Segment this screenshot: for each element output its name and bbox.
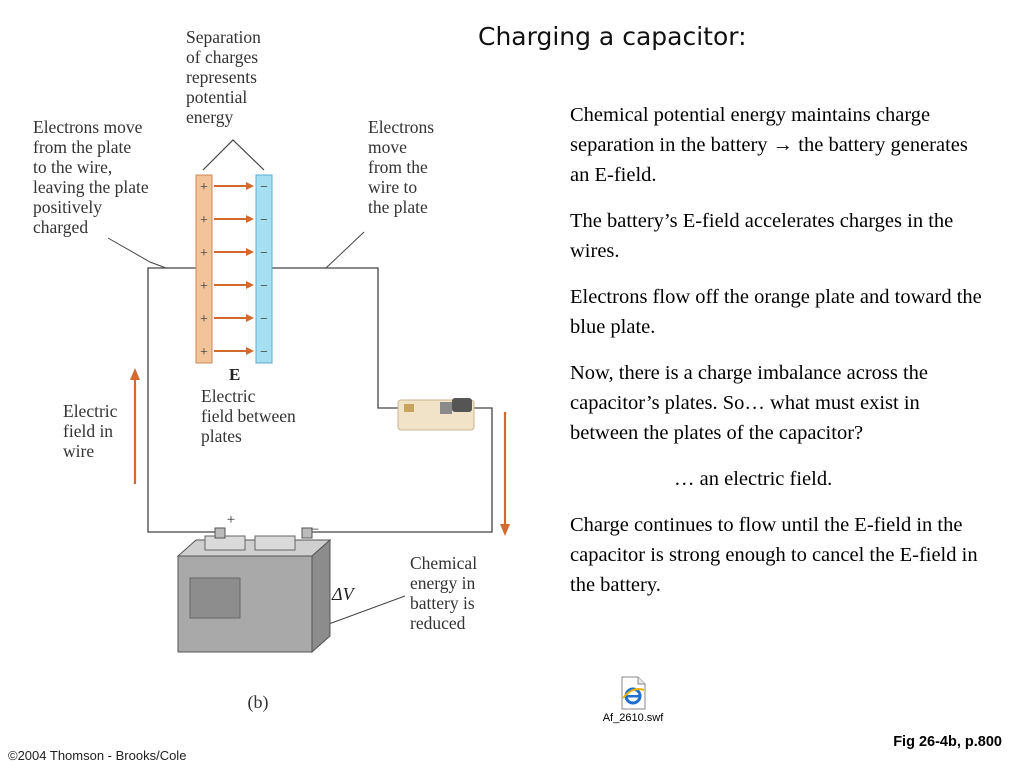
leader-right	[325, 231, 365, 269]
minus-sign: −	[260, 312, 268, 327]
figure-caption: Fig 26-4b, p.800	[893, 734, 1002, 750]
minus-sign: −	[260, 180, 268, 195]
paragraph-4: Now, there is a charge imbalance across …	[570, 362, 929, 444]
negative-plate	[255, 174, 273, 364]
copyright-notice: ©2004 Thomson - Brooks/Cole	[8, 748, 187, 763]
switch	[397, 398, 475, 431]
plus-sign: +	[200, 213, 208, 228]
chemical-energy-label: Chemical energy in battery is reduced	[410, 553, 478, 633]
swf-attachment[interactable]: Af_2610.swf	[588, 676, 678, 724]
left-wire	[147, 267, 215, 533]
leader-left	[107, 237, 167, 269]
capacitor-circuit-figure: + + + + + + − − − − − −	[33, 27, 510, 713]
separation-bracket	[202, 139, 265, 171]
circuit-diagram: + + + + + + − − − − − −	[107, 139, 510, 713]
plus-signs: + + + + + +	[200, 180, 208, 360]
battery	[176, 527, 332, 654]
explanation-text: Chemical potential energy maintains char…	[570, 100, 990, 616]
leader-chemical	[317, 595, 406, 629]
battery-minus: −	[311, 522, 319, 538]
panel-label: (b)	[248, 692, 269, 713]
plus-sign: +	[200, 180, 208, 195]
paragraph-2: The battery’s E-field accelerates charge…	[570, 210, 954, 262]
field-arrows	[214, 182, 254, 355]
minus-sign: −	[260, 345, 268, 360]
battery-plus: +	[227, 512, 235, 528]
positive-plate	[195, 174, 213, 364]
electrons-enter-plate-label: Electrons move from the wire to the plat…	[368, 117, 435, 217]
separation-label: Separation of charges represents potenti…	[186, 27, 261, 127]
attachment-filename[interactable]: Af_2610.swf	[602, 712, 664, 724]
plus-sign: +	[200, 279, 208, 294]
plus-sign: +	[200, 345, 208, 360]
paragraph-3: Electrons flow off the orange plate and …	[570, 286, 982, 338]
right-wire-top	[272, 267, 402, 409]
paragraph-answer: … an electric field.	[674, 468, 833, 490]
internet-explorer-file-icon[interactable]	[619, 676, 647, 710]
plus-sign: +	[200, 246, 208, 261]
wire-field-arrow-right	[500, 412, 510, 536]
electrons-leave-plate-label: Electrons move from the plate to the wir…	[33, 117, 149, 237]
minus-sign: −	[260, 213, 268, 228]
slide-title: Charging a capacitor:	[478, 22, 747, 51]
delta-v-label: ΔV	[331, 584, 356, 604]
minus-signs: − − − − − −	[260, 180, 268, 360]
field-in-wire-label: Electric field in wire	[63, 401, 118, 461]
field-symbol: E	[229, 365, 240, 384]
right-wire-bottom	[312, 407, 493, 533]
paragraph-1: Chemical potential energy maintains char…	[570, 104, 968, 186]
minus-sign: −	[260, 246, 268, 261]
field-between-plates-label: Electric field between plates	[201, 386, 296, 446]
wire-field-arrow-left	[130, 368, 140, 484]
paragraph-6: Charge continues to flow until the E-fie…	[570, 514, 978, 596]
minus-sign: −	[260, 279, 268, 294]
plus-sign: +	[200, 312, 208, 327]
